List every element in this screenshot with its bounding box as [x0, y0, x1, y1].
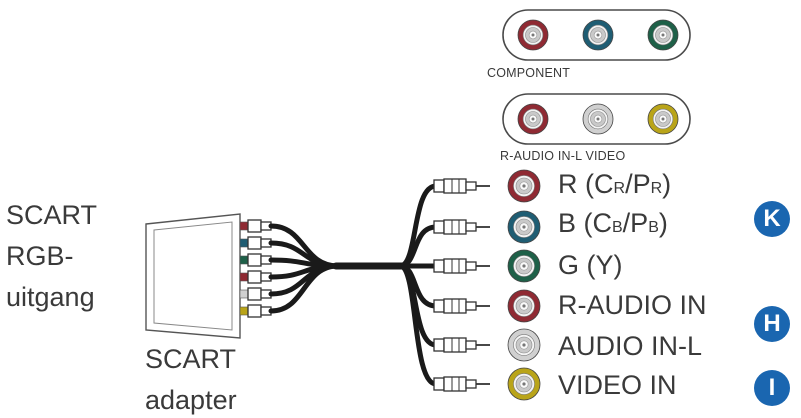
- connector-label-r-end: ): [662, 169, 672, 199]
- adapter-port-white: [239, 289, 249, 299]
- connector-label-b-end: ): [658, 208, 668, 238]
- rca-plug: [433, 258, 490, 274]
- adapter-plug-body: [247, 236, 262, 250]
- badge-h: H: [754, 306, 790, 342]
- panel-jack-white: [582, 103, 614, 135]
- adapter-plug-body: [247, 219, 262, 233]
- scart-rgb-output-label-line2: RGB-: [6, 241, 74, 271]
- jack-red-3: [507, 289, 541, 323]
- panel-jack-green: [647, 19, 679, 51]
- jack-green-2: [507, 249, 541, 283]
- connector-label-b-main: B (C: [558, 208, 612, 238]
- connector-label-audio-l: AUDIO IN-L: [558, 331, 703, 361]
- panel-jack-red: [517, 103, 549, 135]
- fan-cable: [397, 263, 439, 387]
- jack-white-4: [507, 328, 541, 362]
- connector-label-g: G (Y): [558, 250, 623, 280]
- connector-label-video: VIDEO IN: [558, 370, 677, 400]
- connector-label-b-sub1: B: [612, 219, 623, 236]
- adapter-plug-body: [247, 270, 262, 284]
- rca-plug: [433, 298, 490, 314]
- adapter-port-red: [239, 272, 249, 282]
- scart-rgb-output-label-line1: SCART: [6, 200, 98, 230]
- rca-plug: [433, 219, 490, 235]
- connector-label-b-mid: /P: [622, 208, 649, 238]
- adapter-port-yellow: [239, 306, 249, 316]
- connector-label-r: R (CR/PR): [558, 169, 671, 200]
- av-jack-panel: [502, 93, 691, 145]
- adapter-port-blue: [239, 238, 249, 248]
- rca-jacks: [507, 169, 541, 401]
- cable-bundle: [268, 183, 439, 387]
- adapter-plug-body: [247, 287, 262, 301]
- adapter-inner-outline: [153, 221, 233, 331]
- connector-label-r-mid: /P: [625, 169, 651, 199]
- adapter-plug-body: [247, 253, 262, 267]
- jack-blue-1: [507, 210, 541, 244]
- component-panel-label: COMPONENT: [487, 66, 571, 80]
- adapter-port-red: [239, 221, 249, 231]
- panel-jack-yellow: [647, 103, 679, 135]
- jack-red-0: [507, 169, 541, 203]
- rca-plug: [433, 178, 490, 194]
- adapter-plug-body: [247, 304, 262, 318]
- rca-plugs: [433, 178, 490, 392]
- connector-label-b: B (CB/PB): [558, 208, 668, 239]
- jack-yellow-5: [507, 367, 541, 401]
- adapter-port-green: [239, 255, 249, 265]
- panel-jack-blue: [582, 19, 614, 51]
- scart-adapter-label-line1: SCART: [145, 344, 237, 374]
- scart-rgb-output-label-line3: uitgang: [6, 282, 95, 312]
- adapter-body: [145, 213, 241, 339]
- connector-label-b-sub2: B: [648, 219, 659, 236]
- badge-i: I: [754, 370, 790, 406]
- component-jack-panel: [502, 9, 691, 61]
- scart-adapter-label-line2: adapter: [145, 385, 237, 415]
- av-panel-label: R-AUDIO IN-L VIDEO: [500, 149, 626, 163]
- connector-label-r-sub1: R: [613, 180, 626, 197]
- rca-plug: [433, 376, 490, 392]
- scart-adapter: [145, 213, 272, 339]
- badge-k: K: [754, 201, 790, 237]
- adapter-cable: [268, 263, 341, 314]
- connector-label-r-audio: R-AUDIO IN: [558, 290, 707, 320]
- rca-plug: [433, 337, 490, 353]
- connector-label-r-main: R (C: [558, 169, 614, 199]
- connector-label-r-sub2: R: [650, 180, 663, 197]
- panel-jack-red: [517, 19, 549, 51]
